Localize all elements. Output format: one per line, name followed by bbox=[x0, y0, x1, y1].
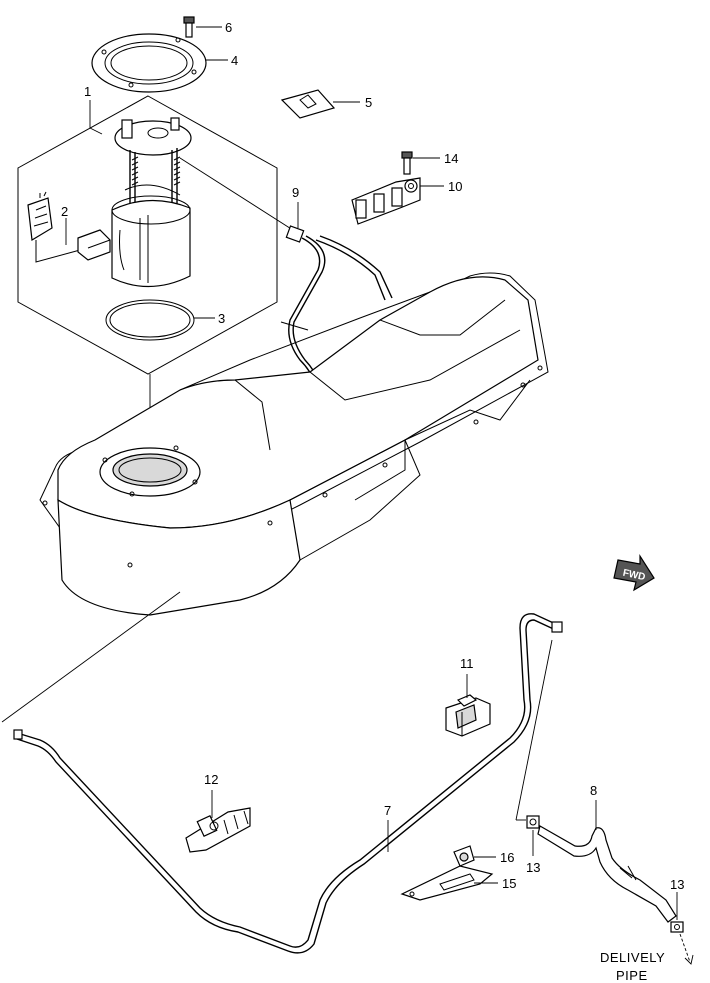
callout-16: 16 bbox=[500, 850, 514, 865]
callout-4: 4 bbox=[231, 53, 238, 68]
callout-8: 8 bbox=[590, 783, 597, 798]
part-14-bolt bbox=[401, 151, 413, 175]
callout-10: 10 bbox=[448, 179, 462, 194]
callout-7: 7 bbox=[384, 803, 391, 818]
part-11-holder bbox=[445, 694, 491, 737]
callout-15: 15 bbox=[502, 876, 516, 891]
callout-13-b: 13 bbox=[670, 877, 684, 892]
callout-13-a: 13 bbox=[526, 860, 540, 875]
part-15-bracket-plate bbox=[400, 865, 494, 901]
fwd-badge-text: FWD bbox=[622, 568, 647, 583]
callout-1: 1 bbox=[84, 84, 91, 99]
part-4-ring-gasket bbox=[91, 33, 207, 93]
part-12-clamp bbox=[185, 807, 251, 853]
callout-9: 9 bbox=[292, 185, 299, 200]
delivery-pipe-note-line1: DELIVELY bbox=[600, 950, 665, 965]
part-16-clip bbox=[453, 845, 475, 867]
callout-3: 3 bbox=[218, 311, 225, 326]
part-8-hose bbox=[537, 825, 677, 923]
fuel-tank-body bbox=[39, 235, 549, 616]
delivery-arrow bbox=[679, 933, 694, 965]
fwd-direction-indicator: FWD bbox=[613, 553, 655, 592]
part-5-clip bbox=[280, 89, 336, 119]
callout-2: 2 bbox=[61, 204, 68, 219]
part-10-bracket bbox=[351, 177, 421, 225]
part-6-bolt bbox=[183, 16, 195, 38]
part-1-pump-assembly-group bbox=[17, 95, 278, 375]
delivery-pipe-note-line2: PIPE bbox=[616, 968, 648, 983]
callout-5: 5 bbox=[365, 95, 372, 110]
part-13-clip-a bbox=[526, 815, 540, 829]
callout-12: 12 bbox=[204, 772, 218, 787]
callout-11: 11 bbox=[460, 656, 474, 671]
part-7-fuel-pipe bbox=[13, 613, 563, 954]
callout-6: 6 bbox=[225, 20, 232, 35]
part-13-clip-b bbox=[670, 921, 684, 933]
callout-14: 14 bbox=[444, 151, 458, 166]
part-3-o-ring bbox=[105, 299, 195, 341]
fuel-pump-module bbox=[111, 117, 192, 288]
part-2-level-sensor bbox=[27, 191, 111, 263]
